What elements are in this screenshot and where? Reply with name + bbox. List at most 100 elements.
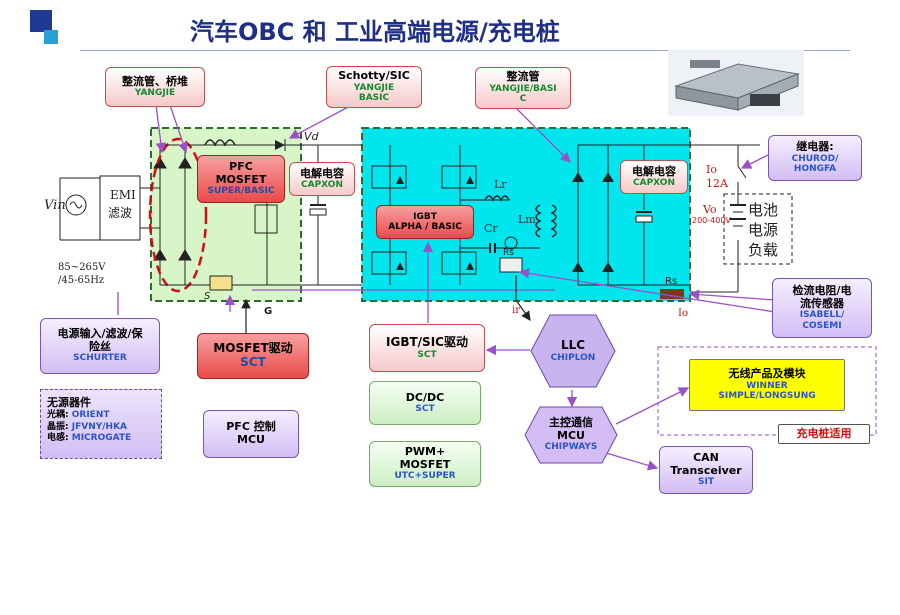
cap-left-title: 电解电容 bbox=[300, 166, 344, 180]
vin-freq: /45-65Hz bbox=[58, 275, 105, 286]
can-title-2: Transceiver bbox=[670, 463, 742, 477]
pwm-title-2: MOSFET bbox=[399, 457, 451, 471]
g-label: G bbox=[264, 306, 273, 317]
output-rectifier bbox=[577, 145, 609, 285]
pfc-shunt bbox=[209, 275, 233, 291]
cap-right-box: 电解电容 CAPXON bbox=[620, 160, 688, 194]
dcdc-box: DC/DC SCT bbox=[369, 381, 481, 425]
current-sense-vendor-2: COSEMI bbox=[802, 320, 842, 331]
rectifier-bridge-vendor: YANGJIE bbox=[134, 88, 176, 99]
input-filter-title-2: 险丝 bbox=[89, 339, 111, 353]
dcdc-vendor: SCT bbox=[415, 404, 435, 415]
relay-box: 继电器: CHUROD/ HONGFA bbox=[768, 135, 862, 181]
pfc-mosfet-title-1: PFC bbox=[229, 160, 253, 174]
can-box: CAN Transceiver SIT bbox=[659, 446, 753, 494]
schottky-box: Schotty/SIC YANGJIE BASIC bbox=[326, 66, 422, 108]
dcdc-title: DC/DC bbox=[405, 390, 445, 404]
pfc-mosfet-vendor: SUPER/BASIC bbox=[207, 186, 275, 197]
lm-label: Lm bbox=[518, 213, 536, 226]
relay-vendor-2: HONGFA bbox=[793, 164, 837, 175]
cap-right-vendor: CAPXON bbox=[633, 178, 675, 189]
rectifier-right-vendor-1: YANGJIE/BASI bbox=[489, 83, 557, 94]
igbt-vendor: ALPHA / BASIC bbox=[388, 222, 462, 232]
vd-label: Vd bbox=[304, 130, 319, 143]
cap-right-title: 电解电容 bbox=[632, 164, 676, 178]
bridge-highlight bbox=[148, 137, 208, 293]
rectifier-bridge-box: 整流管、桥堆 YANGJIE bbox=[105, 67, 205, 107]
pfc-control-box: PFC 控制 MCU bbox=[203, 410, 299, 458]
igbt-driver-vendor: SCT bbox=[417, 349, 437, 360]
title-divider bbox=[80, 50, 850, 51]
logo-square-light bbox=[44, 30, 58, 44]
io-bottom-label: Io bbox=[678, 308, 688, 319]
rectifier-right-box: 整流管 YANGJIE/BASI C bbox=[475, 67, 571, 109]
input-filter-vendor: SCHURTER bbox=[73, 353, 127, 364]
can-vendor: SIT bbox=[698, 477, 714, 488]
rectifier-right-title: 整流管 bbox=[506, 70, 540, 84]
pfc-mosfet-title-2: MOSFET bbox=[215, 172, 267, 186]
rs-right-resistor bbox=[660, 289, 684, 299]
battery-load-box bbox=[723, 193, 793, 265]
cap-left-box: 电解电容 CAPXON bbox=[289, 162, 355, 196]
main-mcu-hexagon bbox=[524, 406, 618, 464]
mosfet-driver-box: MOSFET驱动 SCT bbox=[197, 333, 309, 379]
pwm-title-1: PWM+ bbox=[404, 445, 446, 459]
wireless-title: 无线产品及模块 bbox=[728, 367, 806, 381]
load-label-1: 电池 bbox=[748, 201, 779, 219]
relay-contact bbox=[737, 165, 747, 179]
llc-vendor: CHIPLON bbox=[550, 352, 596, 363]
igbt-title: IGBT bbox=[413, 211, 437, 222]
pwm-box: PWM+ MOSFET UTC+SUPER bbox=[369, 441, 481, 487]
vin-label: Vin bbox=[44, 198, 66, 213]
igbt-driver-box: IGBT/SIC驱动 SCT bbox=[369, 324, 485, 372]
rs-right-label: Rs bbox=[665, 276, 678, 287]
pwm-vendor: UTC+SUPER bbox=[394, 471, 456, 482]
lr-label: Lr bbox=[494, 178, 507, 191]
io-current: 12A bbox=[706, 177, 728, 190]
current-sense-title-2: 流传感器 bbox=[800, 296, 844, 310]
schottky-vendor-2: BASIC bbox=[358, 93, 390, 104]
io-top-label: Io bbox=[706, 163, 717, 176]
current-sense-title-1: 检流电阻/电 bbox=[792, 284, 852, 298]
input-filter-title-1: 电源输入/滤波/保 bbox=[57, 327, 143, 341]
logo-square-dark bbox=[30, 10, 52, 32]
can-title-1: CAN bbox=[693, 451, 719, 465]
emi-label: EMI bbox=[110, 188, 136, 202]
rectifier-bridge-title: 整流管、桥堆 bbox=[122, 74, 188, 88]
cr-label: Cr bbox=[484, 222, 498, 235]
relay-vendor-1: CHUROD/ bbox=[791, 153, 839, 164]
pfc-mosfet-box: PFC MOSFET SUPER/BASIC bbox=[197, 155, 285, 203]
charger-note-text: 充电桩适用 bbox=[796, 426, 852, 440]
boost-diode bbox=[275, 140, 285, 150]
page-title: 汽车OBC 和 工业高端电源/充电桩 bbox=[190, 18, 560, 46]
schottky-title: Schotty/SIC bbox=[338, 69, 410, 83]
mosfet-driver-vendor: SCT bbox=[240, 355, 266, 369]
pfc-inductor bbox=[204, 139, 236, 147]
igbt-box: IGBT ALPHA / BASIC bbox=[376, 205, 474, 239]
rectifier-right-vendor-2: C bbox=[519, 94, 527, 105]
passive-row2-label: 晶振: bbox=[47, 421, 69, 432]
load-label-2: 电源 bbox=[748, 221, 779, 239]
passive-row1-vendor: ORIENT bbox=[71, 410, 110, 420]
pfc-control-title-1: PFC 控制 bbox=[226, 420, 276, 434]
main-mcu-box: 主控通信 MCU CHIPWAYS bbox=[524, 406, 618, 464]
charger-region bbox=[657, 346, 877, 436]
schottky-vendor-1: YANGJIE bbox=[353, 82, 395, 93]
main-mcu-vendor: CHIPWAYS bbox=[544, 442, 598, 453]
llc-hexagon bbox=[530, 314, 616, 388]
main-mcu-title-1: 主控通信 bbox=[549, 416, 593, 430]
passive-row3-vendor: MICROGATE bbox=[71, 433, 132, 444]
cap-left-vendor: CAPXON bbox=[301, 180, 343, 191]
passive-title: 无源器件 bbox=[47, 396, 91, 409]
llc-title: LLC bbox=[560, 337, 586, 352]
passive-row3-label: 电感: bbox=[47, 433, 69, 444]
rs-mid-label: Rs bbox=[503, 248, 514, 258]
passive-components-box: 无源器件 光耦: ORIENT 晶振: JFVNY/HKA 电感: MICROG… bbox=[40, 389, 162, 459]
transformer bbox=[535, 204, 542, 238]
vo-label: Vo bbox=[703, 203, 717, 216]
igbt-driver-title: IGBT/SIC驱动 bbox=[386, 334, 468, 349]
passive-row1-label: 光耦: bbox=[47, 410, 69, 420]
load-label-3: 负载 bbox=[748, 241, 779, 259]
llc-box: LLC CHIPLON bbox=[530, 314, 616, 388]
wireless-box: 无线产品及模块 WINNER SIMPLE/LONGSUNG bbox=[689, 359, 845, 411]
